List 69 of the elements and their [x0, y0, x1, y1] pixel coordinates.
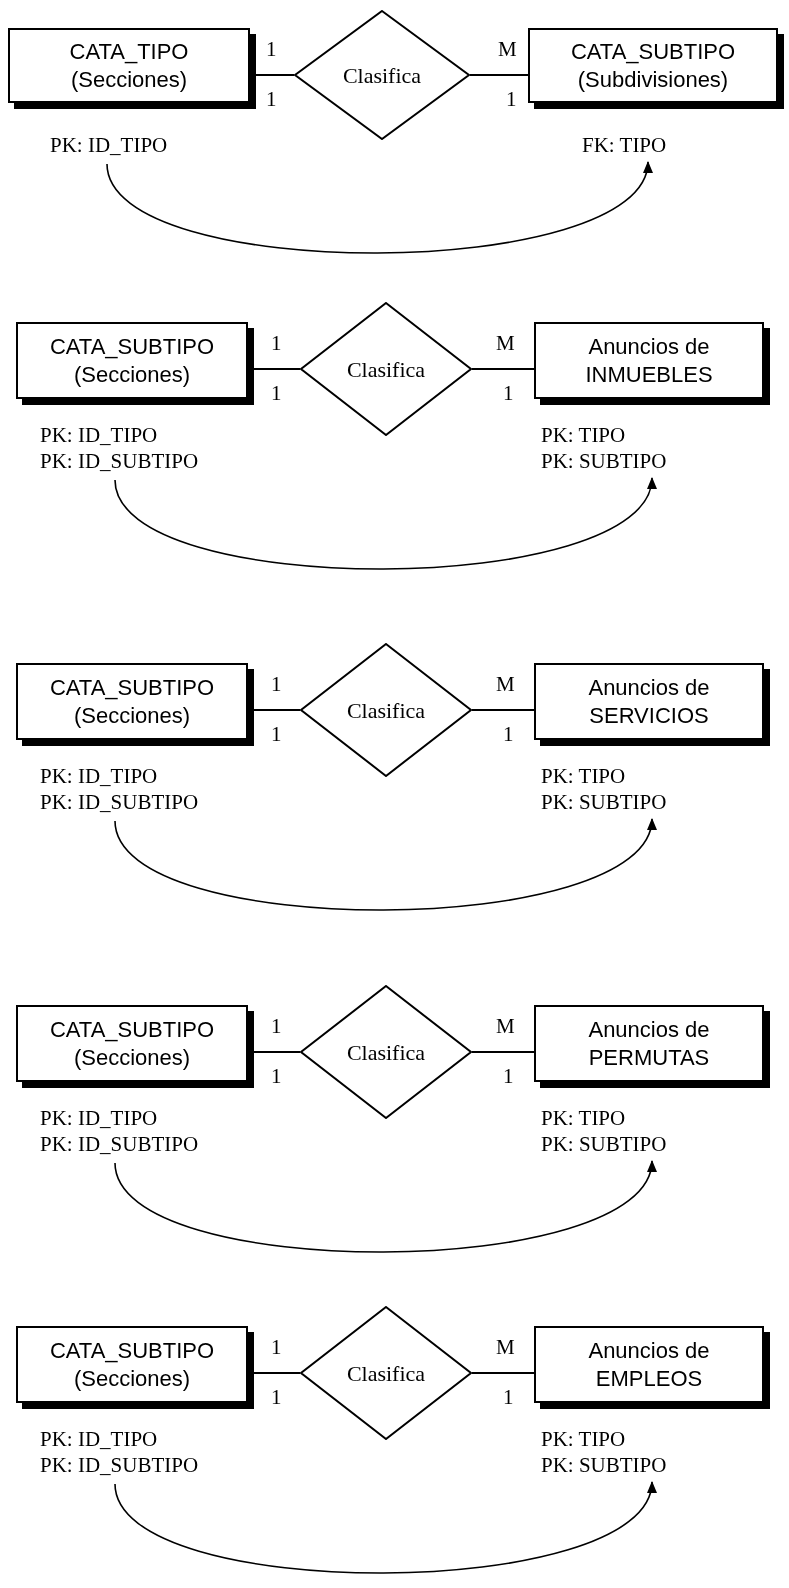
entity-name: Anuncios de INMUEBLES — [584, 332, 714, 389]
key-field: PK: SUBTIPO — [541, 789, 667, 815]
relationship-name: Clasifica — [346, 355, 426, 384]
cardinality-label: 1 — [503, 1063, 514, 1089]
entity-name: CATA_TIPO — [69, 37, 189, 66]
entity-name: Anuncios de PERMUTAS — [587, 1015, 711, 1072]
key-field: PK: ID_SUBTIPO — [40, 448, 199, 474]
relationship-diamond — [294, 10, 470, 140]
entity-name: CATA_SUBTIPO — [570, 37, 736, 66]
entity-name: (Secciones) — [73, 701, 191, 730]
cardinality-label: 1 — [506, 86, 517, 112]
cardinality-label: 1 — [266, 86, 277, 112]
entity-name: Anuncios de EMPLEOS — [587, 1336, 711, 1393]
relationship-diamond — [300, 1306, 472, 1440]
entity-name: CATA_SUBTIPO — [49, 332, 215, 361]
relationship-name: Clasifica — [346, 1038, 426, 1067]
entity-name: CATA_SUBTIPO — [49, 1015, 215, 1044]
entity-name: (Secciones) — [73, 360, 191, 389]
cardinality-label: 1 — [271, 1013, 282, 1039]
key-field: PK: ID_TIPO — [40, 1105, 158, 1131]
cardinality-label: M — [496, 1013, 515, 1039]
cardinality-label: 1 — [271, 1063, 282, 1089]
cardinality-label: M — [496, 1334, 515, 1360]
entity-name: CATA_SUBTIPO — [49, 1336, 215, 1365]
key-field: PK: TIPO — [541, 1426, 626, 1452]
relationship-diamond — [300, 643, 472, 777]
key-field: PK: ID_TIPO — [40, 1426, 158, 1452]
key-field: PK: TIPO — [541, 763, 626, 789]
cardinality-label: 1 — [271, 671, 282, 697]
key-field: PK: TIPO — [541, 422, 626, 448]
relationship-name: Clasifica — [346, 1359, 426, 1388]
key-field: PK: ID_TIPO — [40, 422, 158, 448]
entity-name: Anuncios de SERVICIOS — [587, 673, 711, 730]
key-field: PK: ID_TIPO — [40, 763, 158, 789]
cardinality-label: M — [496, 330, 515, 356]
entity-name: CATA_SUBTIPO — [49, 673, 215, 702]
cardinality-label: 1 — [271, 330, 282, 356]
key-field: PK: ID_SUBTIPO — [40, 1452, 199, 1478]
key-field: PK: ID_SUBTIPO — [40, 789, 199, 815]
entity-name: (Secciones) — [70, 65, 188, 94]
relationship-line — [472, 1371, 534, 1375]
key-field: PK: ID_SUBTIPO — [40, 1131, 199, 1157]
cardinality-label: 1 — [503, 380, 514, 406]
relationship-line — [470, 73, 528, 77]
cardinality-label: 1 — [266, 36, 277, 62]
relationship-line — [472, 708, 534, 712]
relationship-diamond — [300, 302, 472, 436]
key-field: PK: TIPO — [541, 1105, 626, 1131]
cardinality-label: 1 — [271, 1334, 282, 1360]
key-field: PK: SUBTIPO — [541, 448, 667, 474]
cardinality-label: 1 — [271, 721, 282, 747]
cardinality-label: 1 — [503, 721, 514, 747]
key-field: FK: TIPO — [582, 132, 667, 158]
cardinality-label: 1 — [271, 1384, 282, 1410]
relationship-name: Clasifica — [346, 696, 426, 725]
cardinality-label: 1 — [503, 1384, 514, 1410]
cardinality-label: 1 — [271, 380, 282, 406]
relationship-diamond — [300, 985, 472, 1119]
key-field: PK: ID_TIPO — [50, 132, 168, 158]
entity-name: (Secciones) — [73, 1364, 191, 1393]
relationship-line — [472, 1050, 534, 1054]
relationship-line — [472, 367, 534, 371]
cardinality-label: M — [496, 671, 515, 697]
cardinality-label: M — [498, 36, 517, 62]
key-field: PK: SUBTIPO — [541, 1452, 667, 1478]
entity-name: (Secciones) — [73, 1043, 191, 1072]
entity-name: (Subdivisiones) — [577, 65, 729, 94]
relationship-name: Clasifica — [342, 61, 422, 90]
key-field: PK: SUBTIPO — [541, 1131, 667, 1157]
